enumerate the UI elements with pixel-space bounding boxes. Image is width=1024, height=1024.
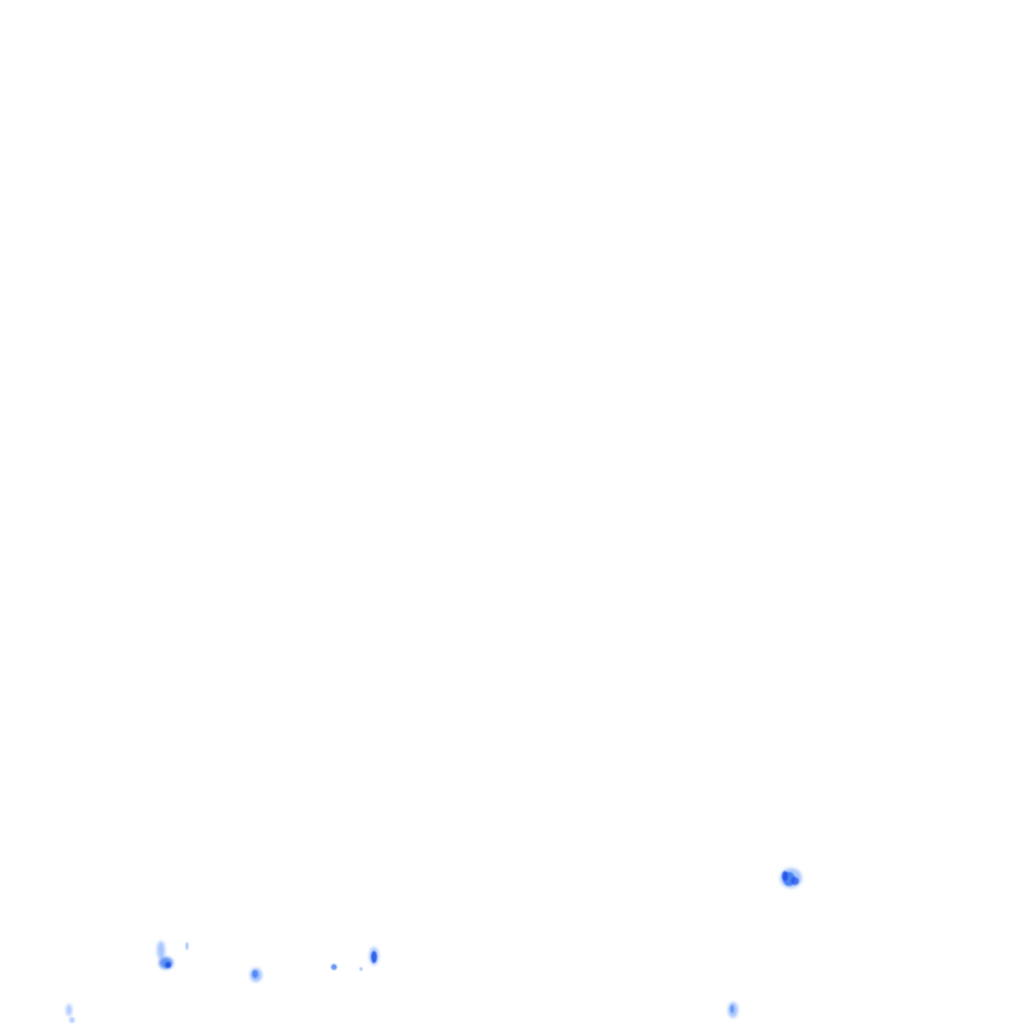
echo-cell-west — [157, 941, 189, 969]
echo-cell-central — [369, 947, 379, 965]
echo-cell-edge-southwest — [66, 1004, 75, 1023]
echo-cell-edge-south — [728, 1002, 738, 1018]
echo-cell-southwest — [250, 968, 262, 982]
echo-cell-east — [780, 868, 802, 888]
echo-specks-central — [331, 964, 363, 971]
